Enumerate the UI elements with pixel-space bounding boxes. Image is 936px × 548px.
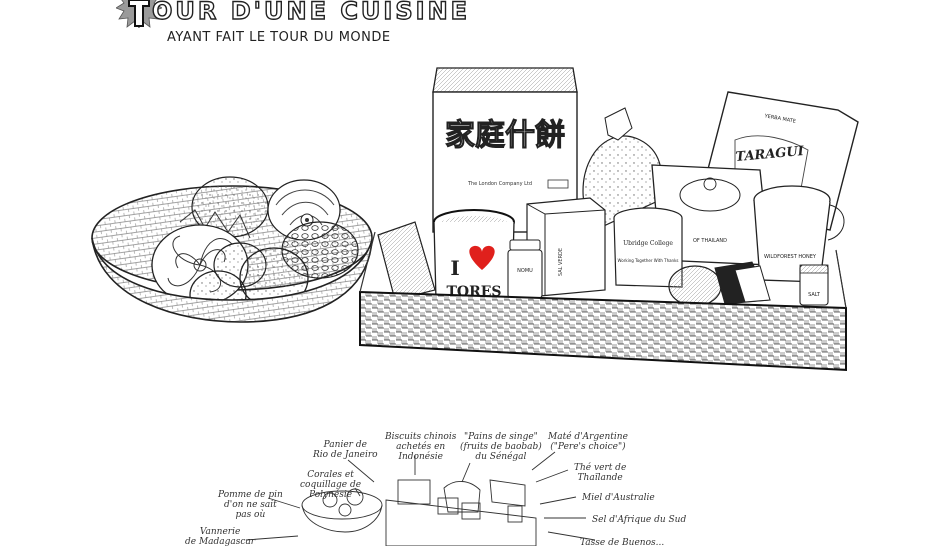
tin-chinese-text: 家庭什餅 (445, 118, 565, 153)
page-title: OUR D'UNE CUISINE (151, 0, 471, 26)
legend-label-vannerie: Vannerie de Madagascar (185, 527, 256, 547)
salt-label: SALT (808, 292, 821, 298)
sal-verde-box: SAL VERDE (526, 197, 606, 297)
tea-text: OF THAILAND (693, 238, 727, 244)
tin-small-text: The London Company Ltd (467, 181, 532, 187)
woven-tray (359, 231, 847, 372)
legend-label-sel: Sel d'Afrique du Sud (592, 515, 687, 525)
college-tin: Ubridge College Working Together With Th… (613, 207, 683, 288)
baobab-bag (582, 107, 663, 231)
legend-label-pomme-de-pin: Pomme de pin d'on ne sait pas où (218, 490, 283, 520)
box-label: SAL VERDE (558, 248, 564, 276)
tin-can-left (377, 221, 436, 301)
south-africa-salt: SALT (799, 264, 829, 306)
mug-letter-i: I (450, 256, 459, 280)
woven-bowl (91, 176, 373, 323)
australian-honey-jar: WILDFOREST HONEY (753, 185, 845, 283)
red-heart-icon (469, 245, 495, 270)
mate-brand-text: TARAGUI (735, 144, 805, 165)
legend-label-the-vert: Thé vert de Thaïlande (574, 463, 627, 483)
legend-sketch (245, 451, 596, 546)
title-starburst-icon (116, 0, 162, 28)
honey-label: WILDFOREST HONEY (764, 254, 817, 260)
legend-label-panier: Panier de Rio de Janeiro (313, 440, 378, 460)
legend-label-mate: Maté d'Argentine ("Pere's choice") (548, 432, 628, 452)
small-jar: NOMU (507, 239, 543, 299)
legend-label-biscuits: Biscuits chinois achetés en Indonésie (385, 432, 457, 462)
i-love-mug: I TORES (433, 209, 515, 301)
legend-label-tasse: Tasse de Buenos... (580, 538, 665, 548)
mate-small-text: YERBA MATE (763, 113, 796, 125)
cup-text: Ubridge College (623, 240, 673, 247)
round-tin (668, 261, 771, 307)
legend-label-corales: Corales et coquillage de Polynésie (300, 470, 362, 500)
page-subtitle: AYANT FAIT LE TOUR DU MONDE (167, 30, 391, 45)
bowl-contents (151, 176, 359, 320)
jar-label: NOMU (517, 268, 533, 274)
tray-items: 家庭什餅 The London Company Ltd TARAGUI YERB… (377, 67, 859, 307)
cup-subtext: Working Together With Thanks (618, 258, 679, 263)
legend-label-miel: Miel d'Australie (582, 493, 655, 503)
legend-label-pains-de-singe: "Pains de singe" (fruits de baobab) du S… (460, 432, 542, 462)
